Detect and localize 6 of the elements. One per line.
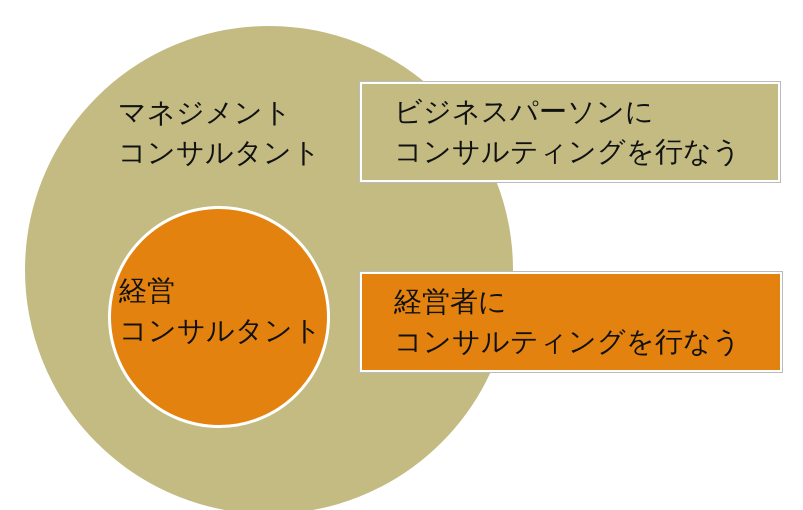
description-box (360, 82, 780, 182)
circle-label: 経営コンサルタント (119, 273, 323, 349)
description-text: ビジネスパーソンにコンサルティングを行なう (394, 94, 742, 170)
description-box (360, 272, 782, 372)
circle-label: マネジメントコンサルタント (118, 95, 322, 171)
description-text: 経営者にコンサルティングを行なう (394, 284, 742, 360)
